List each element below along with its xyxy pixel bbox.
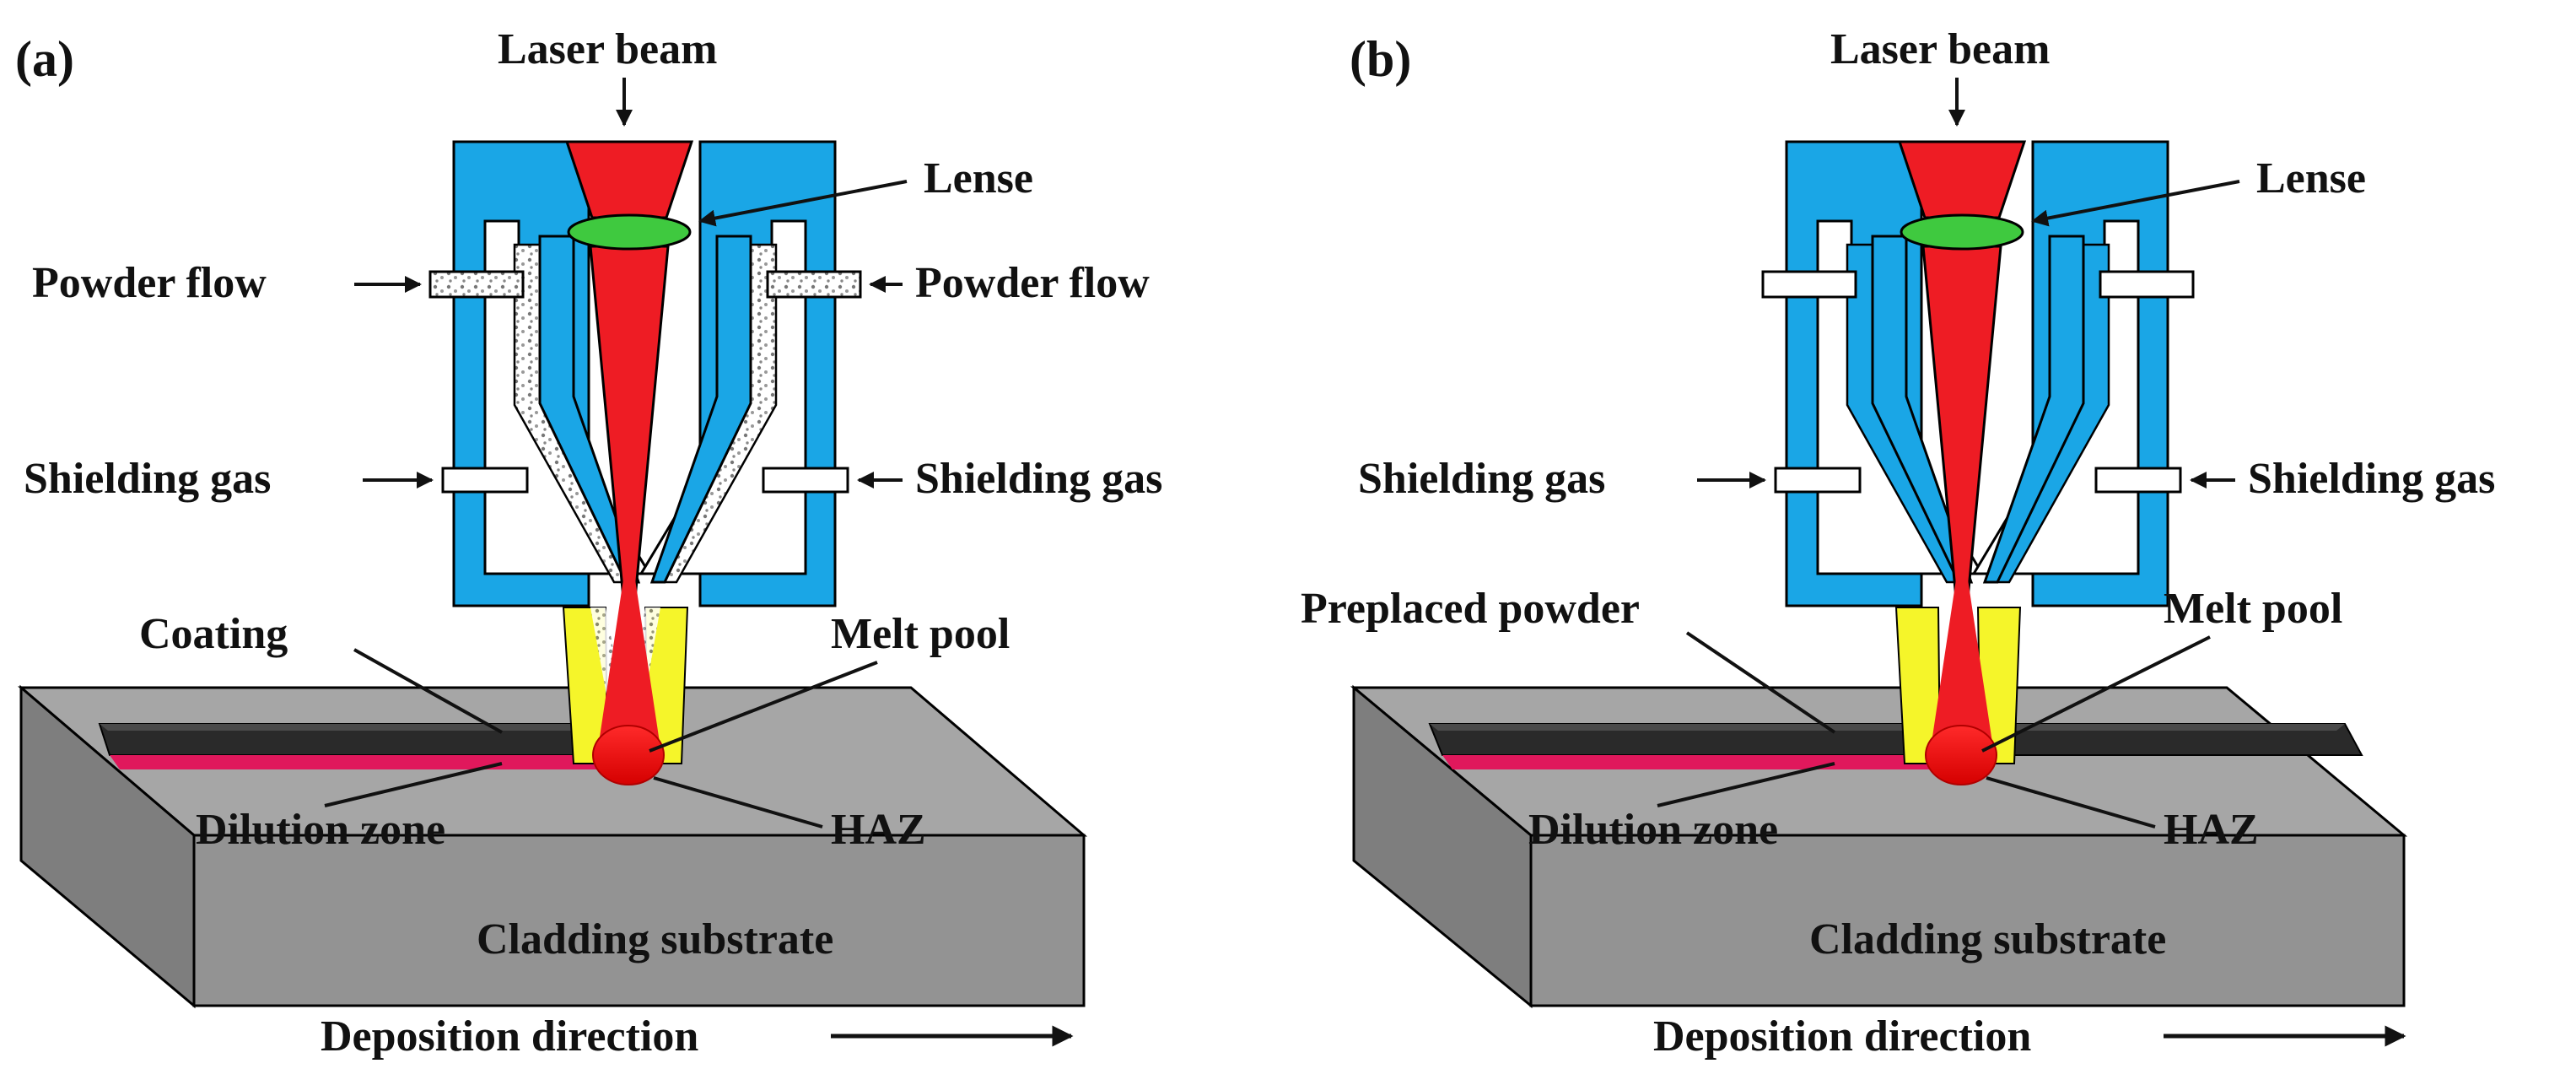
shielding-gas-right-label: Shielding gas <box>915 455 1162 503</box>
shielding-gas-left-label: Shielding gas <box>1358 455 1605 503</box>
gas-inlet-right <box>2094 467 2182 494</box>
lense-label: Lense <box>2256 154 2366 202</box>
inner-cone-right <box>1982 235 2085 584</box>
shielding-gas-right-label: Shielding gas <box>2248 455 2495 503</box>
panel-b: (b) Laser beam Lense Shielding gas Shiel… <box>1301 25 2495 1061</box>
coating-leader <box>353 648 503 734</box>
dilution-zone-label: Dilution zone <box>196 806 445 854</box>
dilution-zone-label: Dilution zone <box>1528 806 1778 854</box>
powder-flow-right-label: Powder flow <box>915 259 1150 307</box>
haz-leader <box>1986 776 2156 829</box>
coating-track-top <box>100 724 620 731</box>
haz-label: HAZ <box>831 806 926 854</box>
dilution-zone-layer <box>1442 755 1948 769</box>
gas-inlet-left <box>1774 467 1862 494</box>
gas-inlet-left <box>441 467 529 494</box>
lense-arrow <box>698 180 908 227</box>
shielding-gas-left-label: Shielding gas <box>24 455 271 503</box>
melt-pool <box>592 725 665 785</box>
laser-beam-focus <box>1932 574 1992 742</box>
haz-leader <box>653 776 823 829</box>
substrate-front-face <box>1529 834 2406 1007</box>
direction-label: Deposition direction <box>321 1012 698 1061</box>
melt-pool <box>1925 725 1997 785</box>
side-inlet-left <box>1761 270 1857 299</box>
substrate-front-face <box>192 834 1086 1007</box>
dilution-zone-leader <box>324 762 503 807</box>
melt-pool-label: Melt pool <box>2164 585 2342 633</box>
lens <box>1900 213 2024 251</box>
side-inlet-right <box>2099 270 2195 299</box>
preplaced-powder-leader <box>1685 631 1836 734</box>
preplaced-powder-top <box>1430 724 2345 731</box>
powder-flow-left-label: Powder flow <box>32 259 267 307</box>
nozzle <box>428 140 862 607</box>
lense-arrow <box>2031 180 2240 227</box>
substrate-label: Cladding substrate <box>477 915 833 964</box>
laser-beam-label: Laser beam <box>1830 25 2050 73</box>
melt-pool-leader <box>649 661 878 753</box>
lens <box>567 213 692 251</box>
melt-pool-leader <box>1981 635 2211 753</box>
inner-cone-right <box>649 235 752 584</box>
nozzle <box>1761 140 2195 607</box>
direction-label: Deposition direction <box>1653 1012 2031 1061</box>
substrate-label: Cladding substrate <box>1809 915 2166 964</box>
melt-pool-label: Melt pool <box>831 610 1010 658</box>
coating-label: Coating <box>139 610 288 658</box>
powder-inlet-right <box>766 270 862 299</box>
gas-inlet-right <box>762 467 849 494</box>
laser-beam-label: Laser beam <box>498 25 717 73</box>
haz-label: HAZ <box>2164 806 2259 854</box>
powder-inlet-left <box>428 270 525 299</box>
panel-tag: (a) <box>15 31 74 87</box>
preplaced-powder-label: Preplaced powder <box>1301 585 1640 633</box>
laser-beam-focus <box>599 574 660 742</box>
panel-a: (a) Laser beam Lense Powder flow Powder … <box>15 25 1162 1061</box>
dilution-zone-leader <box>1657 762 1835 807</box>
dilution-zone-layer <box>110 755 620 769</box>
lense-label: Lense <box>924 154 1033 202</box>
panel-tag: (b) <box>1350 31 1411 87</box>
